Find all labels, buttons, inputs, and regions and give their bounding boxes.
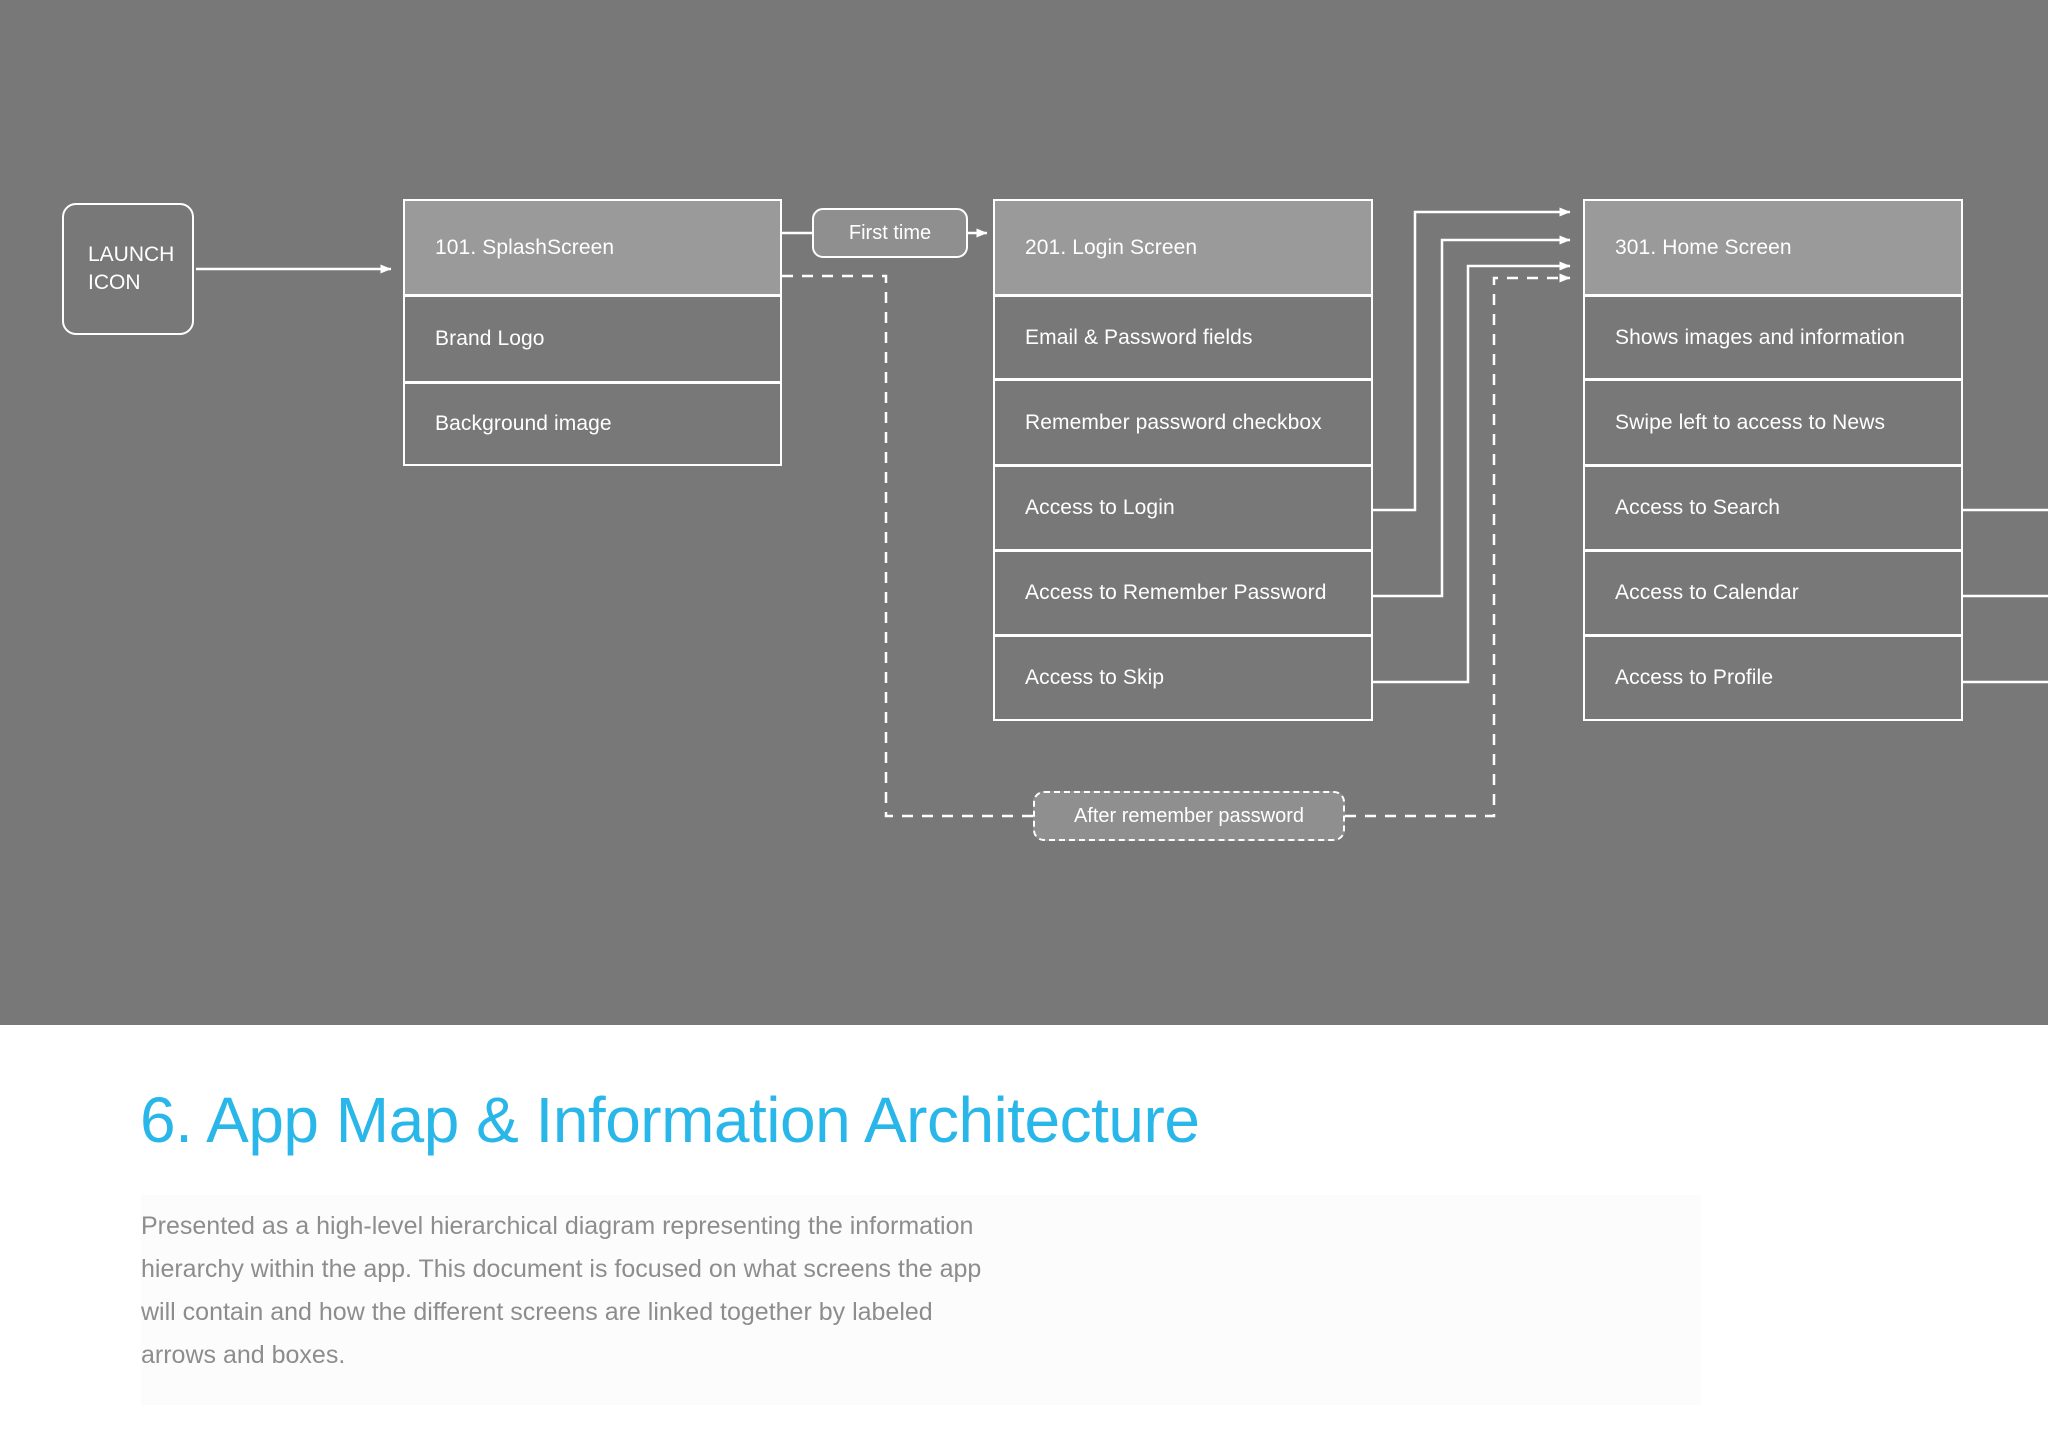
arrow-accessrememberpassword-to-home	[1373, 235, 1571, 598]
screen-card-splash-row-1[interactable]: Background image	[403, 382, 782, 466]
screen-card-home-row-3[interactable]: Access to Calendar	[1583, 550, 1963, 636]
paragraph-backdrop	[141, 1195, 1701, 1405]
screen-card-login-row-3[interactable]: Access to Remember Password	[993, 550, 1373, 636]
screen-card-splash-header[interactable]: 101. SplashScreen	[403, 199, 782, 296]
screen-card-login-row-1[interactable]: Remember password checkbox	[993, 379, 1373, 466]
screen-card-splash: 101. SplashScreen Brand Logo Background …	[403, 199, 782, 466]
screen-card-splash-row-0[interactable]: Brand Logo	[403, 295, 782, 383]
edge-label-after-remember-password: After remember password	[1033, 791, 1345, 841]
arrow-accessskip-to-home	[1373, 261, 1571, 684]
screen-card-login-title: 201. Login Screen	[1025, 235, 1198, 259]
section-body-text: Presented as a high-level hierarchical d…	[141, 1212, 982, 1369]
connector-lines-layer	[196, 207, 2048, 818]
screen-card-login-row-0[interactable]: Email & Password fields	[993, 295, 1373, 380]
screen-card-home-row-0[interactable]: Shows images and information	[1583, 295, 1963, 380]
screen-card-splash-row-1-label: Background image	[435, 412, 612, 436]
screen-card-home-row-2[interactable]: Access to Search	[1583, 465, 1963, 551]
edge-label-first-time: First time	[812, 208, 968, 258]
page-title: 6. App Map & Information Architecture	[140, 1084, 1200, 1156]
screen-card-splash-title: 101. SplashScreen	[435, 235, 615, 259]
screen-card-login-row-3-label: Access to Remember Password	[1025, 581, 1327, 605]
dashed-afterremember-to-home	[1345, 273, 1571, 818]
screen-card-home-row-1-label: Swipe left to access to News	[1615, 410, 1886, 434]
screen-card-login: 201. Login Screen Email & Password field…	[993, 199, 1373, 721]
screen-card-login-row-2-label: Access to Login	[1025, 496, 1175, 520]
screen-card-home: 301. Home Screen Shows images and inform…	[1583, 199, 1963, 721]
arrow-accesslogin-to-home	[1373, 207, 1571, 512]
screen-card-home-row-0-label: Shows images and information	[1615, 325, 1905, 349]
app-map-diagram: LAUNCH ICON 101. SplashScreen Brand Logo…	[0, 0, 2048, 1025]
section-description: 6. App Map & Information Architecture Pr…	[0, 1025, 2048, 1448]
screen-card-home-title: 301. Home Screen	[1615, 235, 1792, 259]
home-outgoing-stubs	[1963, 508, 2048, 684]
launch-icon-box[interactable]: LAUNCH ICON	[62, 203, 194, 335]
edge-label-first-time-text: First time	[848, 221, 932, 244]
edge-label-after-remember-password-text: After remember password	[1073, 804, 1305, 827]
launch-icon-line2: ICON	[88, 271, 141, 294]
screen-card-login-row-4[interactable]: Access to Skip	[993, 635, 1373, 721]
screen-card-home-row-1[interactable]: Swipe left to access to News	[1583, 379, 1963, 466]
screen-card-home-row-4-label: Access to Profile	[1615, 666, 1774, 690]
screen-card-login-row-4-label: Access to Skip	[1025, 666, 1165, 690]
screen-card-splash-row-0-label: Brand Logo	[435, 327, 545, 351]
screen-card-login-row-1-label: Remember password checkbox	[1025, 410, 1322, 434]
screen-card-home-row-2-label: Access to Search	[1615, 496, 1781, 520]
screen-card-home-header[interactable]: 301. Home Screen	[1583, 199, 1963, 296]
screen-card-home-row-4[interactable]: Access to Profile	[1583, 635, 1963, 721]
launch-icon-line1: LAUNCH	[88, 242, 175, 266]
screen-card-login-row-0-label: Email & Password fields	[1025, 325, 1253, 349]
screen-card-login-header[interactable]: 201. Login Screen	[993, 199, 1373, 296]
screen-card-login-row-2[interactable]: Access to Login	[993, 465, 1373, 551]
screen-card-home-row-3-label: Access to Calendar	[1615, 581, 1799, 605]
